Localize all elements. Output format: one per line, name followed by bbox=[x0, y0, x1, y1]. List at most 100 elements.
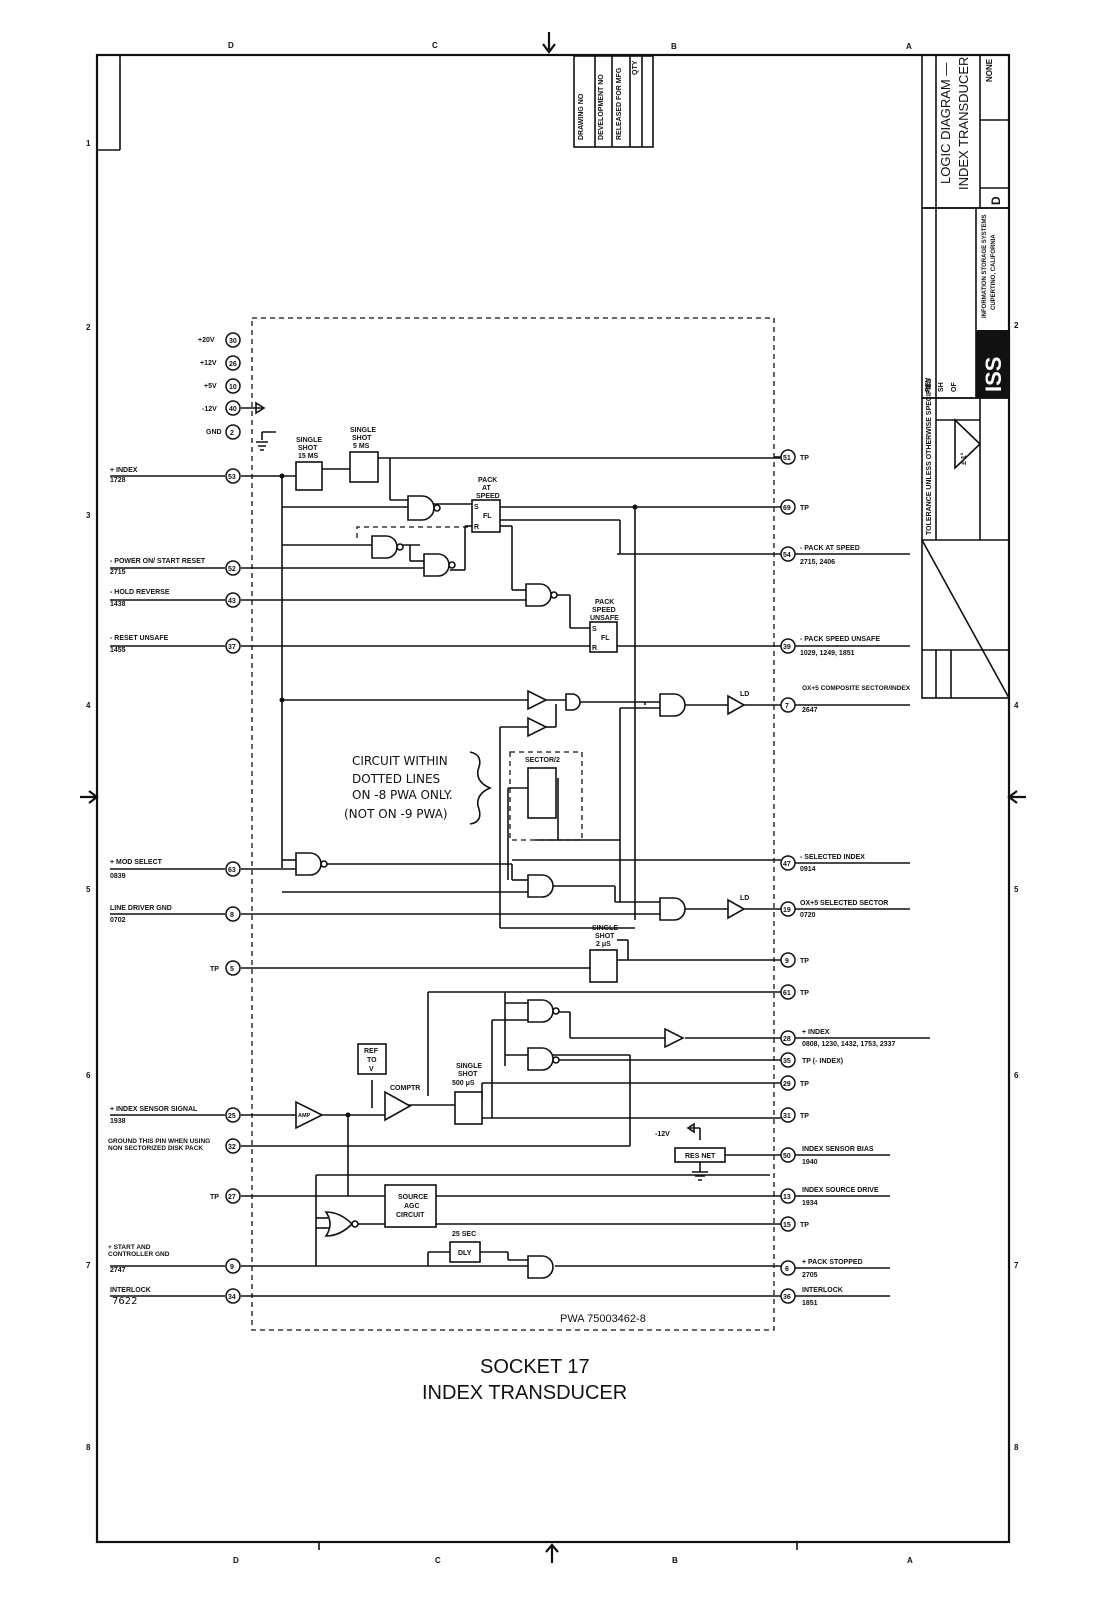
output-19-pin: 19 bbox=[783, 907, 791, 914]
ref-l1: REF bbox=[364, 1048, 379, 1055]
zone-right-4: 4 bbox=[1014, 701, 1019, 710]
input-line-driver-label: LINE DRIVER GND bbox=[110, 905, 172, 912]
input-ground-note: GROUND THIS PIN WHEN USING NON SECTORIZE… bbox=[108, 1138, 210, 1152]
power-pin-30: 30 bbox=[229, 338, 237, 345]
output-47-pin: 47 bbox=[783, 861, 791, 868]
single-shot-5ms bbox=[349, 451, 379, 483]
output-35-label: TP (- INDEX) bbox=[802, 1058, 843, 1065]
output-9-label: TP bbox=[800, 958, 809, 965]
output-69-pin: 69 bbox=[783, 505, 791, 512]
single-shot-2us bbox=[589, 949, 618, 983]
and-pack-stopped bbox=[527, 1255, 554, 1279]
input-start-pin: 9 bbox=[230, 1264, 234, 1271]
output-19-label: OX+5 SELECTED SECTOR bbox=[800, 900, 888, 907]
output-13-label: INDEX SOURCE DRIVE bbox=[802, 1187, 879, 1194]
output-54-label: - PACK AT SPEED bbox=[800, 545, 860, 552]
delay-block bbox=[449, 1241, 481, 1263]
zone-top-d: D bbox=[228, 41, 234, 50]
input-tp5-pin: 5 bbox=[230, 966, 234, 973]
power-pin-26: 26 bbox=[229, 361, 237, 368]
comptr-label: COMPTR bbox=[390, 1085, 420, 1092]
ss15-l1: SINGLE bbox=[296, 437, 322, 444]
output-61-label: TP bbox=[800, 990, 809, 997]
zone-left-8: 8 bbox=[86, 1443, 91, 1452]
power-pin-40: 40 bbox=[229, 406, 237, 413]
ss500-l1: SINGLE bbox=[456, 1063, 482, 1070]
input-mod-select-pin: 63 bbox=[228, 867, 236, 874]
source-agc-circuit bbox=[384, 1184, 437, 1228]
angle-tolerance: ± 1° bbox=[960, 452, 968, 465]
power-label-5v: +5V bbox=[204, 383, 217, 390]
res-net-label: RES NET bbox=[685, 1153, 716, 1160]
zone-left-7: 7 bbox=[86, 1261, 91, 1270]
output-7-pin: 7 bbox=[785, 703, 789, 710]
output-50-label: INDEX SENSOR BIAS bbox=[802, 1146, 874, 1153]
output-51: 51 TP bbox=[774, 449, 809, 465]
and-gate-composite bbox=[659, 693, 686, 717]
output-19-ref: 0720 bbox=[800, 912, 816, 919]
output-47-label: - SELECTED INDEX bbox=[800, 854, 865, 861]
psu-l2: SPEED bbox=[592, 607, 616, 614]
nand-gate-1 bbox=[407, 495, 435, 521]
output-29: 29 TP bbox=[780, 1075, 809, 1091]
ss2-l2: SHOT bbox=[595, 933, 615, 940]
psu-s: S bbox=[592, 626, 597, 633]
nand-index-2 bbox=[527, 1047, 554, 1071]
output-31-label: TP bbox=[800, 1113, 809, 1120]
ref-l3: V bbox=[369, 1066, 374, 1073]
zone-markers-bottom: D C B A bbox=[233, 1543, 913, 1565]
input-tp27-label: TP bbox=[210, 1194, 219, 1201]
output-54-pin: 54 bbox=[783, 552, 791, 559]
buffer-2 bbox=[527, 716, 548, 738]
output-50-ref: 1940 bbox=[802, 1159, 818, 1166]
input-power-on-label: - POWER ON/ START RESET bbox=[110, 558, 206, 565]
title-size: D bbox=[989, 196, 1003, 205]
note-line2: DOTTED LINES bbox=[352, 772, 440, 786]
input-start-ref: 2747 bbox=[110, 1267, 126, 1274]
input-line-driver-pin: 8 bbox=[230, 912, 234, 919]
input-hold-reverse-ref: 1438 bbox=[110, 601, 126, 608]
output-51-label: TP bbox=[800, 455, 809, 462]
input-pins: + INDEX 1728 53 - POWER ON/ START RESET … bbox=[108, 467, 241, 1307]
ss15-l2: SHOT bbox=[298, 445, 318, 452]
or-tie bbox=[565, 693, 581, 711]
input-sensor-label: + INDEX SENSOR SIGNAL bbox=[110, 1106, 198, 1113]
output-9-pin: 9 bbox=[785, 958, 789, 965]
wiring bbox=[241, 457, 781, 1297]
sector-ff-region bbox=[509, 751, 583, 841]
title-line2: INDEX TRANSDUCER bbox=[956, 57, 971, 190]
nand-mod-select bbox=[295, 852, 322, 876]
ss500-l2: SHOT bbox=[458, 1071, 478, 1078]
input-hold-reverse-label: - HOLD REVERSE bbox=[110, 589, 170, 596]
output-29-label: TP bbox=[800, 1081, 809, 1088]
output-29-pin: 29 bbox=[783, 1081, 791, 1088]
and-gate-selected-sector bbox=[659, 897, 686, 921]
pas-fl: FL bbox=[483, 513, 492, 520]
psu-l3: UNSAFE bbox=[590, 615, 619, 622]
pas-r: R bbox=[474, 524, 479, 531]
delay-label: DLY bbox=[458, 1250, 472, 1257]
zone-markers-side: 1 2 3 4 5 6 7 8 2 4 5 6 7 8 bbox=[80, 139, 1026, 1452]
company-name: INFORMATION STORAGE SYSTEMS bbox=[982, 215, 988, 318]
approval-released: RELEASED FOR MFG bbox=[616, 67, 623, 140]
output-13-ref: 1934 bbox=[802, 1200, 818, 1207]
nand-selected-sector bbox=[527, 874, 554, 898]
amplifier bbox=[295, 1100, 324, 1130]
power-pin-10: 10 bbox=[229, 384, 237, 391]
input-interlock-label: INTERLOCK bbox=[110, 1287, 151, 1294]
power-label-20v: +20V bbox=[198, 337, 215, 344]
output-51-pin: 51 bbox=[783, 455, 791, 462]
ss500-l3: 500 μS bbox=[452, 1080, 475, 1087]
note-line3: ON -8 PWA ONLY. bbox=[352, 788, 453, 802]
nand-gate-2 bbox=[371, 535, 398, 559]
agc-l2: AGC bbox=[404, 1203, 420, 1210]
output-9: 9 TP bbox=[780, 952, 809, 968]
input-reset-unsafe-ref: 1455 bbox=[110, 647, 126, 654]
nand-gate-3 bbox=[423, 553, 450, 577]
single-shot-15ms bbox=[295, 461, 323, 491]
